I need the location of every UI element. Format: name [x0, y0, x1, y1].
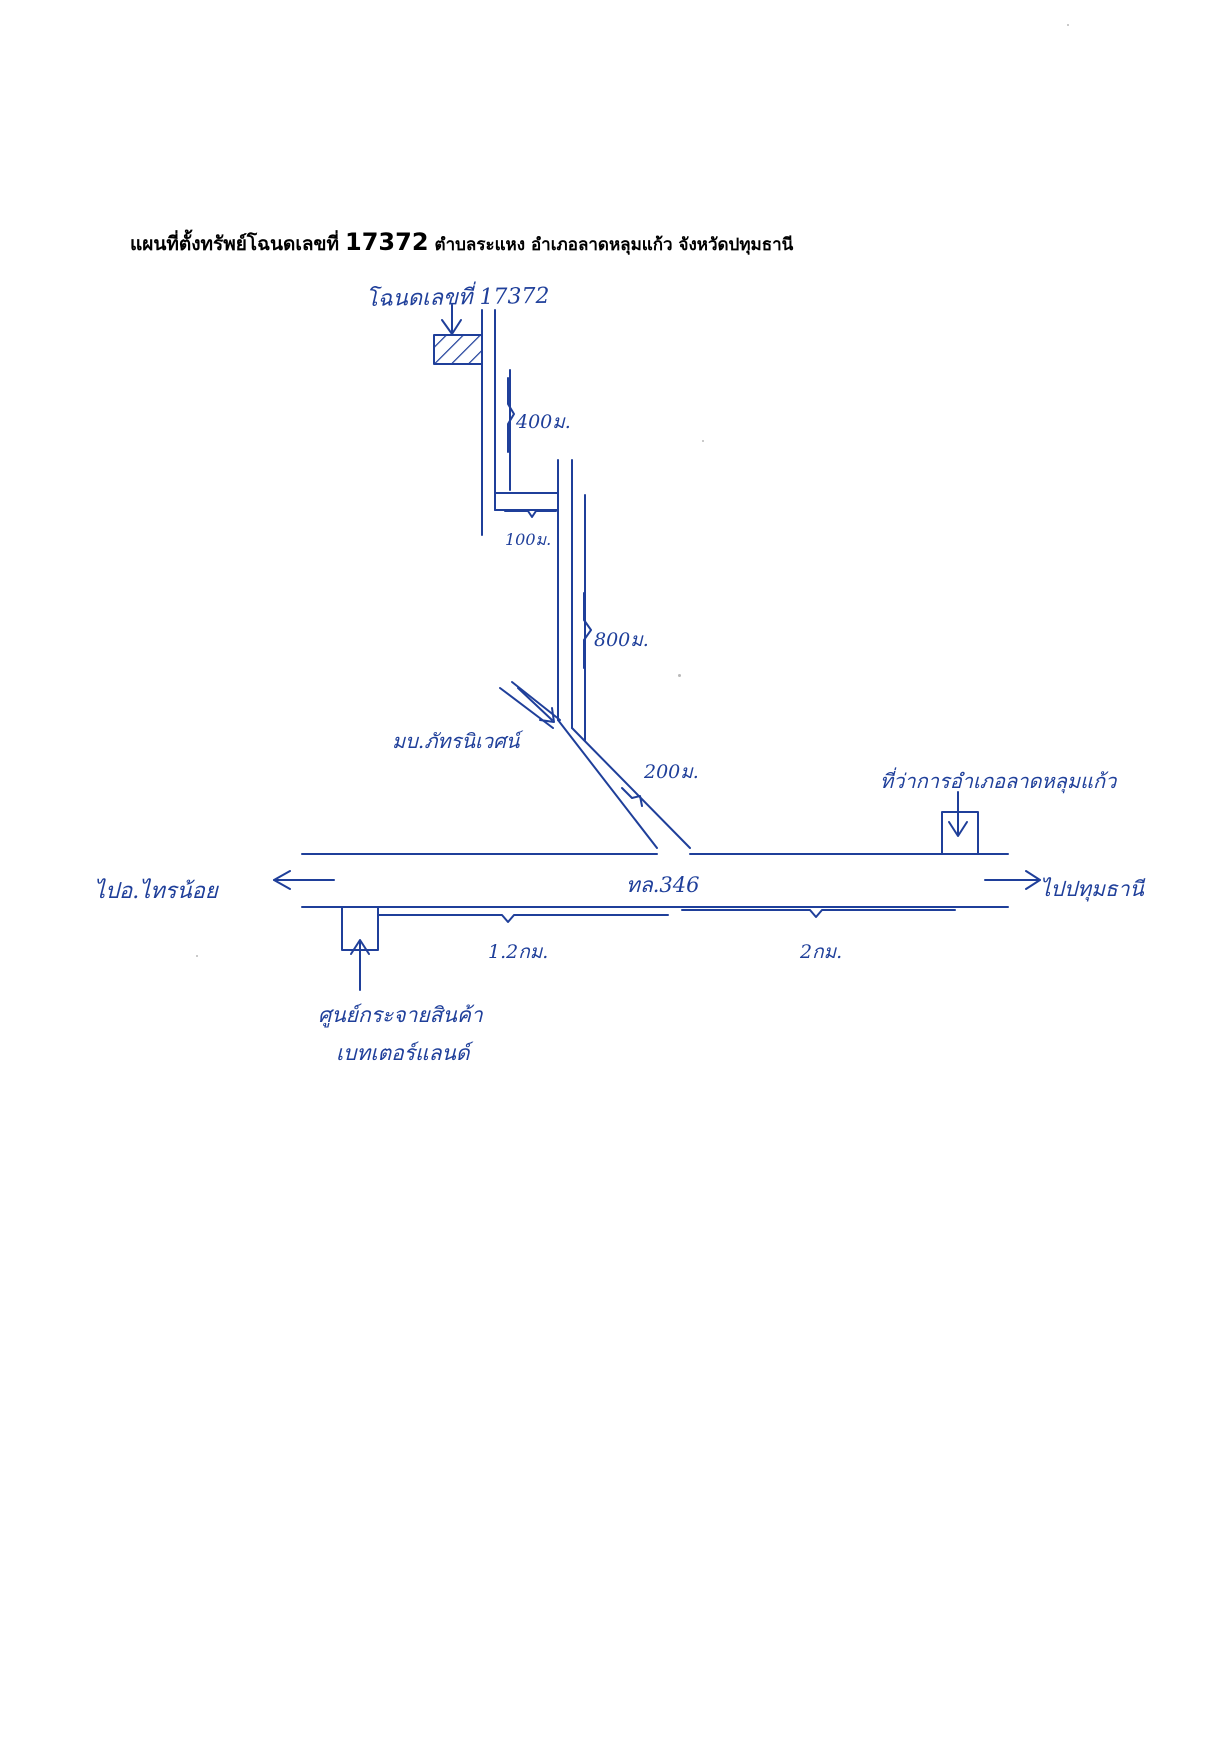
dist-2km-span	[681, 909, 956, 918]
plot-arrow-head	[441, 319, 462, 335]
distribution-centre-label-line2: เบทเตอร์แลนด์	[336, 1041, 473, 1065]
village-arrow-shaft	[517, 687, 553, 721]
map-title-prefix: แผนที่ตั้งทรัพย์โฉนดเลขที่	[130, 233, 340, 255]
plot-parcel	[433, 334, 483, 365]
dist-200-tick	[621, 787, 643, 807]
plot-label: โฉนดเลขที่ 17372	[366, 280, 550, 312]
dist-1-2km-label: 1.2กม.	[488, 941, 548, 963]
dist-800-label: 800ม.	[594, 629, 649, 651]
dist-200-label: 200ม.	[643, 761, 699, 783]
distribution-centre-label-line1: ศูนย์กระจายสินค้า	[318, 1003, 484, 1028]
village-label: มบ.ภัทรนิเวศน์	[392, 729, 524, 753]
dist-400-label: 400ม.	[515, 411, 571, 433]
district-office-arrow-head	[948, 821, 968, 837]
dist-2km-label: 2กม.	[799, 941, 842, 963]
district-office-box	[941, 811, 979, 855]
scan-speck	[678, 674, 681, 677]
map-title-location: ตำบลระแหง อำเภอลาดหลุมแก้ว จังหวัดปทุมธา…	[434, 235, 794, 255]
to-east-label: ไปปทุมธานี	[1040, 877, 1146, 902]
map-title-deed-number: 17372	[345, 228, 429, 256]
district-office-label: ที่ว่าการอำเภอลาดหลุมแก้ว	[880, 767, 1118, 794]
map-labels: โฉนดเลขที่ 17372 400ม. 100ม. 800ม. มบ.ภั…	[94, 280, 1146, 1065]
highway-label: ทล.346	[626, 873, 699, 897]
to-west-label: ไปอ.ไทรน้อย	[94, 878, 220, 904]
village-arrow-head	[539, 707, 555, 723]
dist-400-brace	[507, 377, 515, 453]
scan-speck	[1067, 24, 1069, 26]
scan-speck	[702, 440, 704, 442]
distribution-centre-arrow-head	[350, 939, 370, 955]
scan-speck	[196, 955, 198, 957]
dist-100-label: 100ม.	[505, 530, 551, 549]
diagonal-road-edge-left	[557, 719, 658, 849]
diagonal-road-edge-right	[571, 727, 691, 849]
dist-1-2km-span	[377, 914, 669, 923]
east-arrow-head	[1025, 870, 1041, 890]
west-arrow-head	[273, 870, 291, 890]
dist-100-tick	[504, 510, 557, 518]
dist-800-brace	[583, 592, 592, 669]
road-network	[273, 304, 1041, 991]
